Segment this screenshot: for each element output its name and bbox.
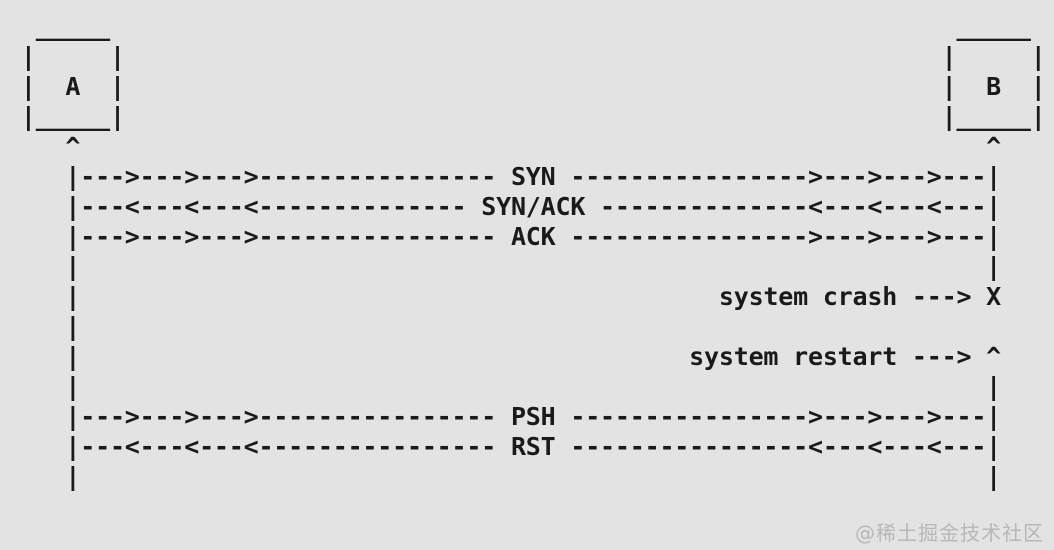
ascii-diagram: _____ _____ | | | | | A | [20, 12, 1046, 491]
watermark: @稀土掘金技术社区 [855, 521, 1044, 545]
